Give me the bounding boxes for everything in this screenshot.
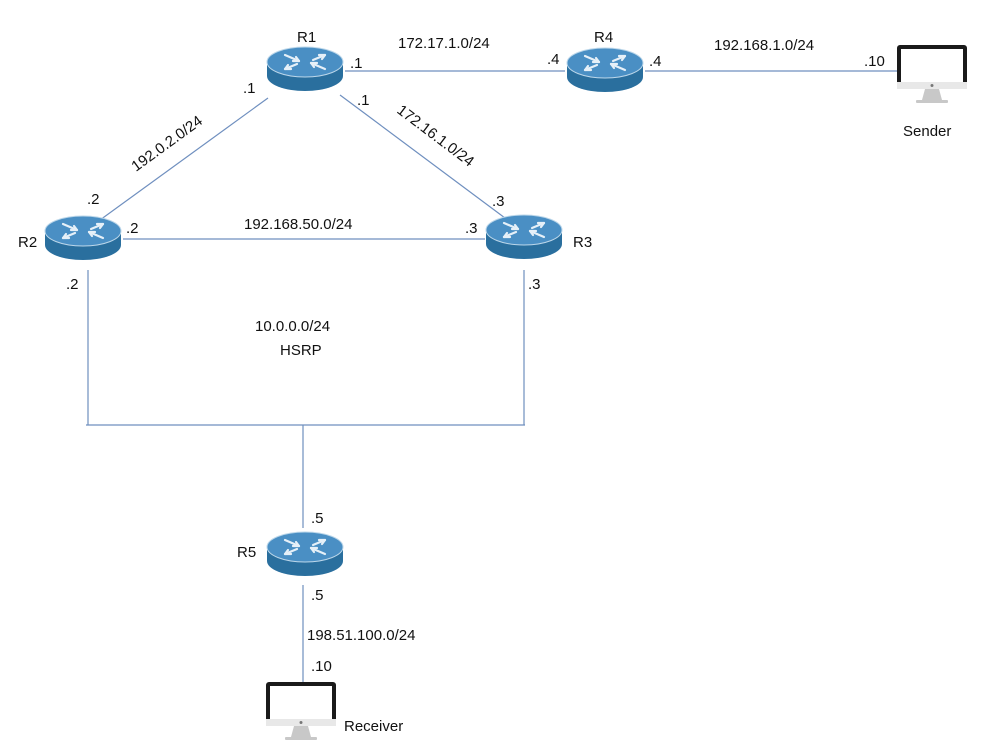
network-r1-r4-label: 172.17.1.0/24: [398, 35, 490, 52]
link-r1-r3: [339, 94, 506, 219]
host-sender-label: Sender: [903, 123, 951, 140]
router-r3[interactable]: [484, 213, 564, 261]
network-r1-r3-label: 172.16.1.0/24: [394, 102, 478, 171]
network-r5-receiver-label: 198.51.100.0/24: [307, 627, 415, 644]
interface-r1-to-r3: .1: [357, 92, 370, 109]
network-r1-r2-label: 192.0.2.0/24: [128, 112, 205, 175]
router-icon: [43, 214, 123, 262]
desktop-monitor-icon: [266, 682, 336, 740]
interface-r3-to-lan: .3: [528, 276, 541, 293]
router-icon: [265, 530, 345, 578]
interface-r2-to-r3: .2: [126, 220, 139, 237]
interface-r3-to-r1: .3: [492, 193, 505, 210]
network-r4-sender-label: 192.168.1.0/24: [714, 37, 814, 54]
router-r5-label: R5: [237, 544, 256, 561]
network-lan-protocol: HSRP: [280, 342, 322, 359]
interface-sender: .10: [864, 53, 885, 70]
interface-r3-to-r2: .3: [465, 220, 478, 237]
router-r3-label: R3: [573, 234, 592, 251]
router-r2[interactable]: [43, 214, 123, 262]
interface-r4-to-sender: .4: [649, 53, 662, 70]
router-r4-label: R4: [594, 29, 613, 46]
router-r1[interactable]: [265, 45, 345, 93]
interface-r1-to-r4: .1: [350, 55, 363, 72]
interface-r5-to-receiver: .5: [311, 587, 324, 604]
router-icon: [484, 213, 564, 261]
interface-r1-to-r2: .1: [243, 80, 256, 97]
interface-r2-to-lan: .2: [66, 276, 79, 293]
desktop-monitor-icon: [897, 45, 967, 103]
host-receiver[interactable]: [266, 682, 336, 740]
host-sender[interactable]: [897, 45, 967, 103]
router-r5[interactable]: [265, 530, 345, 578]
router-r2-label: R2: [18, 234, 37, 251]
link-r1-r2: [99, 97, 269, 221]
interface-receiver: .10: [311, 658, 332, 675]
router-r4[interactable]: [565, 46, 645, 94]
router-icon: [565, 46, 645, 94]
network-r2-r3-label: 192.168.50.0/24: [244, 216, 352, 233]
network-lan-label: 10.0.0.0/24: [255, 318, 330, 335]
interface-r5-to-lan: .5: [311, 510, 324, 527]
router-icon: [265, 45, 345, 93]
host-receiver-label: Receiver: [344, 718, 403, 735]
interface-r2-to-r1: .2: [87, 191, 100, 208]
links: [86, 70, 897, 682]
interface-r4-to-r1: .4: [547, 51, 560, 68]
router-r1-label: R1: [297, 29, 316, 46]
